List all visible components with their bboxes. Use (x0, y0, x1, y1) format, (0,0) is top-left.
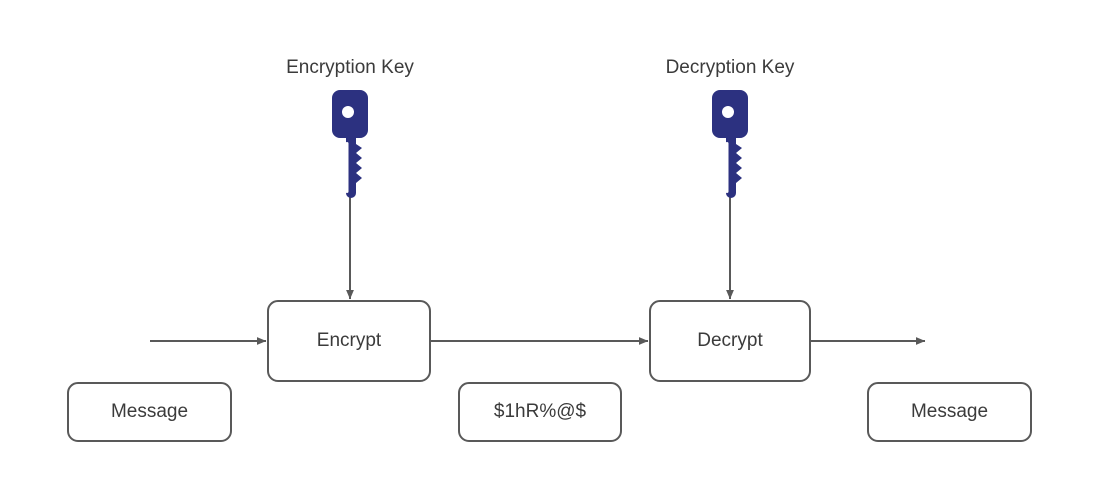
encryption-key-icon[interactable] (332, 90, 368, 198)
caption-decryption-key: Decryption Key (665, 57, 795, 78)
process-box-decrypt[interactable] (649, 300, 811, 382)
decryption-key-icon[interactable] (712, 90, 748, 198)
process-box-encrypt[interactable] (267, 300, 431, 382)
data-box-plaintext-out[interactable] (867, 382, 1032, 442)
data-box-ciphertext[interactable] (458, 382, 622, 442)
data-box-plaintext-in[interactable] (67, 382, 232, 442)
caption-encryption-key: Encryption Key (286, 57, 414, 78)
